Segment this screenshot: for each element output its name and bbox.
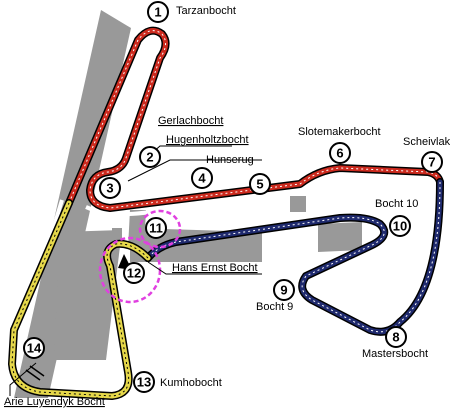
corner-name: Hans Ernst Bocht — [172, 262, 258, 274]
corner-number: 2 — [146, 150, 153, 165]
corner-name: Kumhobocht — [160, 377, 222, 389]
building-hunserug — [290, 196, 306, 212]
corner-marker-circle — [421, 151, 443, 173]
corner-name: Scheivlak — [403, 136, 450, 148]
corner-marker-circle — [139, 146, 161, 168]
corner-number: 7 — [428, 155, 435, 170]
corner-name: Arie Luyendyk Bocht — [4, 396, 105, 408]
corner-2: 2 Gerlachbocht — [139, 115, 223, 168]
corner-13: 13 Kumhobocht — [133, 371, 222, 393]
corner-markers: 1 Tarzanbocht 2 GerlachbochtHugenholtzbocht… — [4, 1, 450, 408]
corner-marker-circle — [99, 177, 121, 199]
corner-marker-circle — [23, 337, 45, 359]
corner-name: Tarzanbocht — [176, 5, 236, 17]
corner-number: 9 — [280, 283, 287, 298]
corner-number: 10 — [393, 219, 407, 234]
corner-name: Hunserug — [206, 154, 254, 166]
corner-marker-circle — [385, 326, 407, 348]
corner-marker-circle — [145, 217, 167, 239]
corner-marker-circle — [273, 279, 295, 301]
corner-marker-circle — [191, 167, 213, 189]
corner-number: 1 — [154, 5, 161, 20]
corner-marker-circle — [123, 262, 145, 284]
corner-3: 3 — [99, 177, 121, 199]
corner-number: 11 — [149, 221, 163, 236]
corner-marker-circle — [147, 1, 169, 23]
corner-10: 10 Bocht 10 — [375, 198, 418, 237]
corner-name: Hugenholtzbocht — [166, 134, 249, 146]
corner-number: 14 — [27, 341, 42, 356]
track-sector-3 — [8, 199, 152, 400]
corner-number: 13 — [137, 375, 151, 390]
corner-name: Mastersbocht — [362, 348, 428, 360]
corner-1: 1 Tarzanbocht — [147, 1, 236, 23]
corner-marker-circle — [389, 215, 411, 237]
corner-number: 5 — [256, 177, 263, 192]
corner-name: Slotemakerbocht — [298, 126, 381, 138]
corner-number: 12 — [127, 266, 141, 281]
corner-name: Bocht 10 — [375, 198, 418, 210]
corner-marker-circle — [133, 371, 155, 393]
corner-6: 6 Slotemakerbocht — [298, 126, 381, 164]
corner-number: 6 — [336, 146, 343, 161]
start-line-icon — [25, 365, 45, 381]
track-sector-1 — [65, 26, 444, 212]
corner-name: Gerlachbocht — [158, 115, 223, 127]
corner-label-2: Hugenholtzbocht — [166, 134, 249, 146]
corner-marker-circle — [249, 173, 271, 195]
corner-11: 11 — [145, 217, 167, 239]
corner-7: 7 Scheivlak — [403, 136, 450, 173]
corner-number: 3 — [106, 181, 113, 196]
corner-5: 5 — [249, 173, 271, 195]
corner-number: 4 — [198, 171, 206, 186]
corner-12: 12 Hans Ernst Bocht — [123, 262, 258, 284]
building-right-block — [318, 222, 362, 252]
track-sector-2 — [144, 178, 444, 336]
highlight-turn-11 — [138, 209, 182, 249]
building-small-2 — [112, 228, 122, 238]
corner-number: 8 — [392, 330, 399, 345]
corner-marker-circle — [329, 142, 351, 164]
corner-name: Bocht 9 — [256, 301, 293, 313]
